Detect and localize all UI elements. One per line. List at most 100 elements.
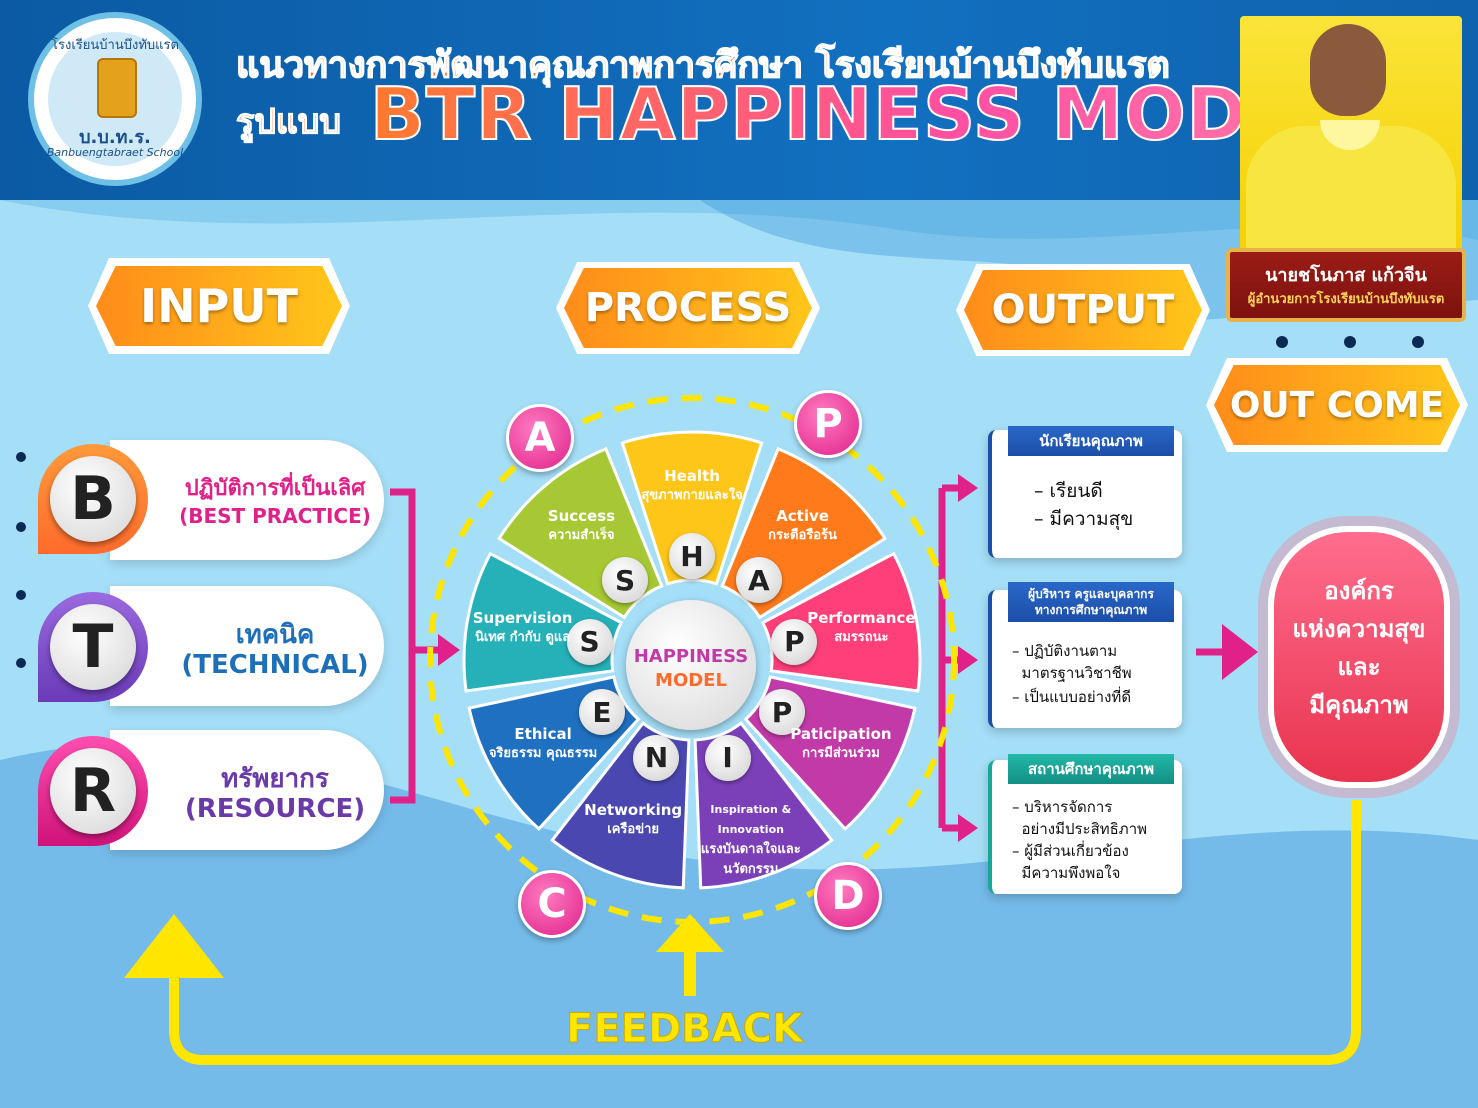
wheel-letter: A	[735, 557, 782, 604]
wheel-segment-en: Active	[776, 507, 829, 526]
input-b-eng: (BEST PRACTICE)	[179, 504, 371, 528]
wheel-segment	[620, 430, 764, 586]
output-card-school-title: สถานศึกษาคุณภาพ	[1008, 754, 1174, 784]
wheel-segment-th: สมรรถนะ	[834, 630, 889, 646]
output-label: OUTPUT	[964, 270, 1202, 350]
output-card-school: สถานศึกษาคุณภาพ – บริหารจัดการ อย่างมีปร…	[988, 754, 1182, 894]
model-title: BTR HAPPINESS MODEL	[369, 71, 1345, 157]
wheel-segment-label: Active กระตือรือร้น	[733, 506, 873, 546]
wheel-letter: P	[759, 689, 806, 735]
badge-r: R	[38, 736, 148, 846]
crest-icon	[97, 58, 137, 118]
wheel-segment-en: Paticipation	[790, 725, 892, 743]
wheel-segment-th: สุขภาพกายและใจ	[641, 488, 743, 503]
pdca-d: D	[814, 862, 882, 930]
decor-dot	[1412, 336, 1424, 348]
output-school-line: อย่างมีประสิทธิภาพ	[1012, 820, 1147, 838]
output-staff-line: มาตรฐานวิชาชีพ	[1012, 664, 1132, 682]
wheel-segment-label: Supervision นิเทศ กำกับ ดูแล	[453, 608, 593, 648]
input-r-eng: (RESOURCE)	[184, 794, 366, 824]
input-row-r: ทรัพยากร (RESOURCE)	[110, 730, 384, 850]
outcome-line: และ	[1337, 653, 1381, 681]
wheel-segment-th: การมีส่วนร่วม	[802, 746, 880, 761]
school-logo: โรงเรียนบ้านบึงทับแรต บ.บ.ท.ร. Banbuengt…	[34, 18, 196, 180]
feedback-label: FEEDBACK	[566, 1006, 804, 1053]
wheel-segment-th: กระตือรือร้น	[768, 528, 837, 544]
input-r-thai: ทรัพยากร	[221, 764, 329, 794]
wheel-segment-en: Networking	[584, 800, 683, 819]
output-card-staff-title: ผู้บริหาร ครูและบุคลากรทางการศึกษาคุณภาพ	[1008, 582, 1174, 622]
wheel-letter: N	[633, 734, 680, 781]
output-staff-line: – ปฏิบัติงานตาม	[1012, 642, 1118, 660]
wheel-center-line2: MODEL	[655, 670, 727, 691]
director-title: ผู้อำนวยการโรงเรียนบ้านบึงทับแรต	[1247, 292, 1445, 307]
input-b-thai: ปฏิบัติการที่เป็นเลิศ	[184, 476, 366, 501]
wheel-segment-en: Health	[664, 467, 720, 485]
logo-top-text: โรงเรียนบ้านบึงทับแรต	[51, 38, 179, 53]
wheel-segment-th: จริยธรรม คุณธรรม	[488, 746, 598, 761]
output-card-students: นักเรียนคุณภาพ – เรียนดี – มีความสุข	[988, 426, 1182, 558]
wheel-letter: P	[771, 618, 818, 665]
wheel-segment-label: Health สุขภาพกายและใจ	[622, 466, 762, 506]
wheel-segment-label: Networking เครือข่าย	[563, 800, 703, 840]
process-label: PROCESS	[564, 268, 812, 348]
wheel-segment-en: Success	[547, 507, 616, 526]
logo-abbrev: บ.บ.ท.ร.	[79, 127, 151, 148]
wheel-letter: S	[566, 618, 613, 665]
outcome-line: องค์กร	[1324, 577, 1394, 605]
outcome-line: แห่งความสุข	[1292, 615, 1426, 643]
pdca-c: C	[518, 870, 586, 938]
output-students-line: – เรียนดี	[1034, 480, 1103, 502]
wheel-segment-th: แรงบันดาลใจและนวัตกรรม	[700, 841, 801, 877]
director-photo	[1240, 16, 1462, 260]
logo-bottom-text: Banbuengtabraet School	[46, 146, 184, 159]
photo-head	[1310, 24, 1386, 116]
decor-dot	[16, 658, 26, 668]
outcome-line: มีคุณภาพ	[1309, 691, 1409, 719]
header-banner	[0, 0, 1478, 200]
output-school-line: มีความพึงพอใจ	[1012, 864, 1121, 882]
letter-b: B	[50, 456, 136, 542]
wheel-segment-label: Success ความสำเร็จ	[511, 506, 651, 546]
wheel-center-line1: HAPPINESS	[633, 646, 749, 667]
input-label: INPUT	[96, 266, 342, 346]
decor-dot	[16, 522, 26, 532]
outcome-label: OUT COME	[1214, 365, 1460, 445]
input-t-thai: เทคนิค	[235, 620, 315, 650]
wheel-segment-th: นิเทศ กำกับ ดูแล	[474, 630, 571, 646]
wheel-segment-en: Ethical	[514, 725, 572, 743]
output-school-line: – บริหารจัดการ	[1012, 798, 1113, 816]
wheel-segment-en: Supervision	[472, 609, 573, 628]
director-name: นายชโนภาส แก้วจีน	[1265, 265, 1427, 286]
input-t-eng: (TECHNICAL)	[181, 650, 369, 680]
badge-t: T	[38, 592, 148, 702]
wheel-letter: S	[602, 557, 649, 604]
decor-dot	[16, 452, 26, 462]
wheel-segment-label: Ethical จริยธรรม คุณธรรม	[473, 724, 613, 764]
input-row-b: ปฏิบัติการที่เป็นเลิศ (BEST PRACTICE)	[110, 440, 384, 560]
wheel-center: HAPPINESS MODEL	[626, 600, 756, 730]
wheel-letter: E	[578, 689, 625, 735]
wheel-letter: I	[704, 734, 751, 781]
director-nameplate: นายชโนภาส แก้วจีน ผู้อำนวยการโรงเรียนบ้า…	[1226, 248, 1466, 322]
output-staff-line: – เป็นแบบอย่างที่ดี	[1012, 688, 1132, 706]
wheel-segment-th: เครือข่าย	[607, 821, 660, 837]
decor-dot	[1344, 336, 1356, 348]
badge-b: B	[38, 444, 148, 554]
output-card-staff: ผู้บริหาร ครูและบุคลากรทางการศึกษาคุณภาพ…	[988, 582, 1182, 728]
pdca-p: P	[794, 390, 862, 458]
letter-t: T	[50, 604, 136, 690]
wheel-segment-label: Paticipation การมีส่วนร่วม	[771, 724, 911, 764]
output-students-line: – มีความสุข	[1034, 508, 1134, 530]
decor-dot	[16, 590, 26, 600]
outcome-box: องค์กร แห่งความสุข และ มีคุณภาพ	[1268, 526, 1450, 788]
letter-r: R	[50, 748, 136, 834]
page-title-line1: แนวทางการพัฒนาคุณภาพการศึกษา โรงเรียนบ้า…	[235, 44, 1170, 87]
wheel-segment-th: ความสำเร็จ	[548, 528, 615, 544]
title-prefix: รูปแบบ	[235, 101, 341, 142]
output-card-students-title: นักเรียนคุณภาพ	[1008, 426, 1174, 456]
input-row-t: เทคนิค (TECHNICAL)	[110, 586, 384, 706]
